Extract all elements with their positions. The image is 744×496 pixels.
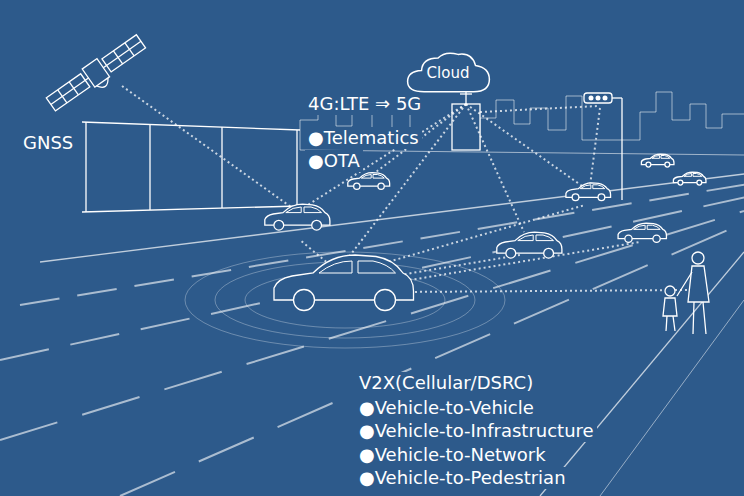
signal xyxy=(122,86,298,212)
wall-post xyxy=(85,122,86,212)
pole-arm xyxy=(612,97,622,98)
leg xyxy=(673,316,675,331)
ring xyxy=(185,252,505,348)
cars xyxy=(265,154,706,310)
car xyxy=(348,173,390,190)
wall-post xyxy=(221,127,222,208)
body xyxy=(688,266,709,302)
signal xyxy=(466,104,524,232)
arm xyxy=(677,272,692,296)
lane-mark xyxy=(0,206,744,440)
signal xyxy=(400,290,688,292)
antenna xyxy=(460,93,472,94)
car xyxy=(641,154,674,167)
leg xyxy=(703,302,706,334)
wall-edge xyxy=(82,122,300,130)
skyline-base xyxy=(300,150,744,155)
pole xyxy=(621,98,622,200)
sidewalk-edge xyxy=(600,300,744,496)
wall-edge xyxy=(82,206,300,212)
node-label: Cloud xyxy=(407,50,490,90)
label-text: ●Vehicle-to-Pedestrian xyxy=(356,467,569,489)
lamp xyxy=(589,96,594,101)
pedestrians xyxy=(663,252,709,334)
signal xyxy=(300,104,466,210)
car xyxy=(566,183,611,201)
dish xyxy=(96,78,111,91)
head xyxy=(692,252,704,264)
panel-arm xyxy=(85,78,88,80)
wall-post xyxy=(296,130,297,206)
radio-rings xyxy=(185,252,505,348)
signal xyxy=(466,104,585,188)
signal-head xyxy=(584,93,612,103)
signal xyxy=(480,106,598,112)
body xyxy=(663,298,677,316)
lamp xyxy=(596,96,601,101)
road-edge xyxy=(540,252,744,496)
signal xyxy=(300,240,330,265)
cloud-node: Cloud xyxy=(405,50,492,94)
signal xyxy=(590,108,600,186)
leg xyxy=(693,302,694,334)
label-text: V2X(Cellular/DSRC) xyxy=(356,372,536,394)
label-text: ●Telematics xyxy=(305,127,422,149)
label-text: 4G:LTE ⇒ 5G xyxy=(305,93,424,115)
lane-mark xyxy=(120,216,744,496)
solar-panel xyxy=(46,74,90,111)
car xyxy=(497,232,562,258)
signal-waves xyxy=(122,86,688,292)
panel-grid xyxy=(51,80,85,104)
label-text: GNSS xyxy=(20,132,76,154)
wall xyxy=(82,122,300,212)
city-skyline xyxy=(300,92,744,155)
road xyxy=(0,172,744,496)
lane-mark xyxy=(0,194,744,360)
road-edge xyxy=(40,172,744,262)
signal xyxy=(360,205,585,270)
solar-panel xyxy=(102,35,146,72)
label-text: ●Vehicle-to-Network xyxy=(356,444,549,466)
lamp xyxy=(603,96,608,101)
label-text: ●Vehicle-to-Infrastructure xyxy=(356,420,597,442)
label-text: ●Vehicle-to-Vehicle xyxy=(356,397,537,419)
leg xyxy=(666,316,667,331)
car xyxy=(618,223,666,242)
wall-post xyxy=(149,124,150,210)
main-car xyxy=(274,255,414,311)
car xyxy=(265,204,330,230)
head xyxy=(665,286,675,296)
cell-tower-building xyxy=(452,90,480,150)
car xyxy=(673,172,706,185)
satellite xyxy=(45,32,151,118)
panel-grid xyxy=(107,41,141,65)
label-text: ●OTA xyxy=(305,150,363,172)
